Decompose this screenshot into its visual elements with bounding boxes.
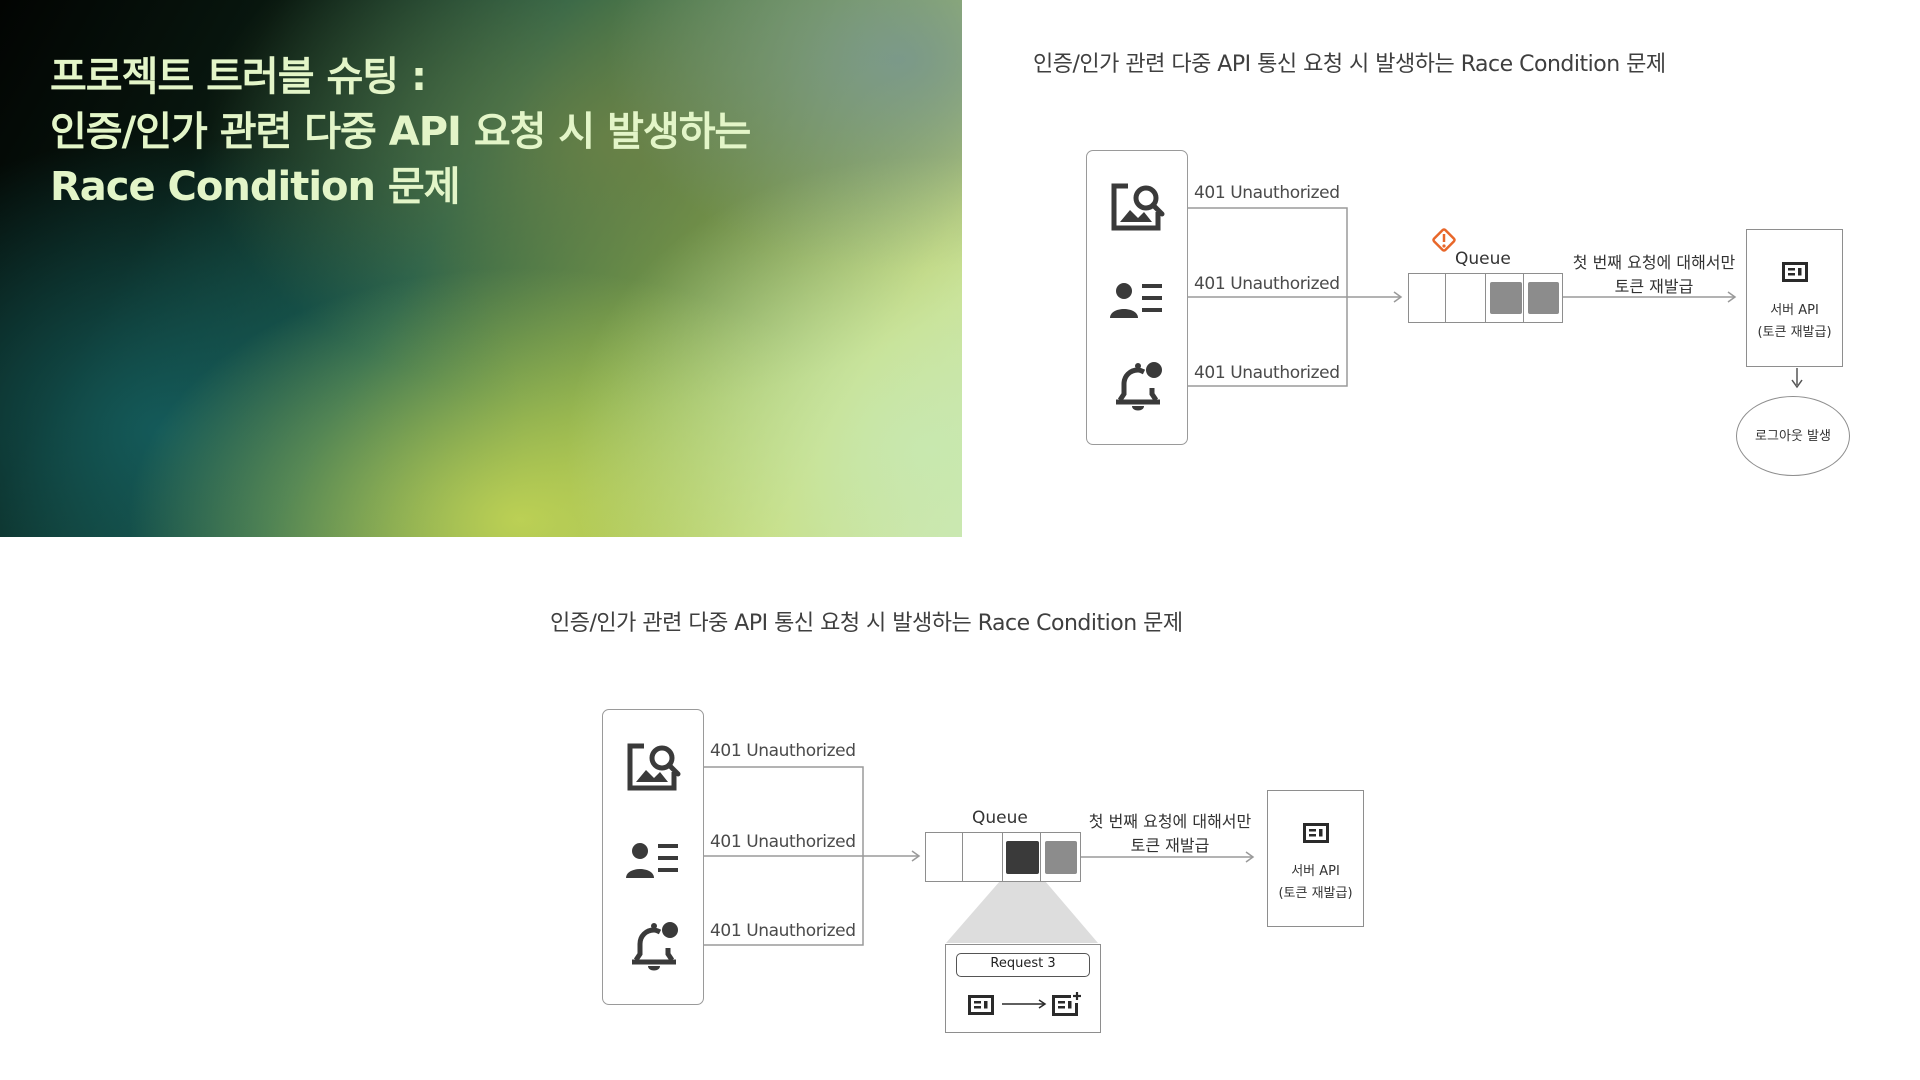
queue-item [1045, 841, 1077, 874]
image-search-icon [1111, 183, 1165, 231]
diagram-bottom-server: 서버 API (토큰 재발급) [1267, 790, 1364, 927]
queue-slot-divider [1485, 274, 1486, 322]
server-label-line-1: 서버 API [1291, 864, 1340, 879]
queue-slot-divider [1002, 833, 1003, 881]
queue-item [1528, 282, 1559, 314]
image-search-icon [627, 743, 681, 791]
diagram-bottom-queue-label: Queue [972, 808, 1028, 828]
diagram-bottom-response-3: 401 Unauthorized [710, 921, 856, 941]
server-label: 서버 API (토큰 재발급) [1268, 861, 1363, 905]
queue-slot-divider [1040, 833, 1041, 881]
edge-label-line-2: 토큰 재발급 [1130, 836, 1210, 855]
token-card-icon [968, 995, 994, 1015]
diagram-bottom-response-1: 401 Unauthorized [710, 741, 856, 761]
diagram-bottom-response-2: 401 Unauthorized [710, 832, 856, 852]
warning-diamond-icon [1432, 228, 1456, 252]
server-api-icon [1782, 262, 1808, 282]
user-list-icon [626, 843, 678, 878]
diagram-top-response-2: 401 Unauthorized [1194, 274, 1340, 294]
logout-result-label: 로그아웃 발생 [1755, 429, 1831, 444]
queue-slot-divider [962, 833, 963, 881]
diagram-top-response-1: 401 Unauthorized [1194, 183, 1340, 203]
hero-banner: 프로젝트 트러블 슈팅 : 인증/인가 관련 다중 API 요청 시 발생하는 … [0, 0, 962, 537]
queue-item [1490, 282, 1522, 314]
server-api-icon [1303, 823, 1329, 843]
server-label-line-1: 서버 API [1770, 303, 1819, 318]
server-label-line-2: (토큰 재발급) [1757, 325, 1832, 340]
request-detail-pill: Request 3 [956, 953, 1090, 977]
diagram-bottom-queue [925, 832, 1081, 882]
hero-title-line-1: 프로젝트 트러블 슈팅 : [50, 54, 427, 100]
queue-item-highlighted [1006, 841, 1039, 874]
diagram-top-edge-label: 첫 번째 요청에 대해서만 토큰 재발급 [1564, 251, 1744, 299]
edge-label-line-2: 토큰 재발급 [1614, 277, 1694, 296]
logout-result-node: 로그아웃 발생 [1736, 396, 1850, 476]
diagram-top-response-3: 401 Unauthorized [1194, 363, 1340, 383]
queue-slot-divider [1523, 274, 1524, 322]
diagram-top-server: 서버 API (토큰 재발급) [1746, 229, 1843, 367]
request-detail-box: Request 3 [945, 944, 1101, 1033]
hero-title: 프로젝트 트러블 슈팅 : 인증/인가 관련 다중 API 요청 시 발생하는 … [50, 50, 751, 215]
user-list-icon [1110, 283, 1162, 318]
hero-title-line-3: Race Condition 문제 [50, 164, 461, 210]
server-label-line-2: (토큰 재발급) [1278, 886, 1353, 901]
diagram-bottom-caption: 인증/인가 관련 다중 API 통신 요청 시 발생하는 Race Condit… [550, 611, 1183, 636]
arrow-right-icon [1002, 999, 1047, 1009]
notification-bell-icon [632, 922, 678, 971]
edge-label-line-1: 첫 번째 요청에 대해서만 [1572, 253, 1736, 272]
hero-title-line-2: 인증/인가 관련 다중 API 요청 시 발생하는 [50, 109, 751, 155]
queue-slot-divider [1445, 274, 1446, 322]
request-detail-label: Request 3 [990, 956, 1056, 971]
edge-label-line-1: 첫 번째 요청에 대해서만 [1088, 812, 1252, 831]
zoom-callout-wedge [946, 881, 1098, 943]
diagram-top-queue-label: Queue [1455, 249, 1511, 269]
diagram-top-queue [1408, 273, 1563, 323]
diagram-bottom-edge-label: 첫 번째 요청에 대해서만 토큰 재발급 [1080, 810, 1260, 858]
server-label: 서버 API (토큰 재발급) [1747, 300, 1842, 344]
token-card-new-icon [1052, 992, 1081, 1016]
notification-bell-icon [1116, 362, 1162, 411]
diagram-top-caption: 인증/인가 관련 다중 API 통신 요청 시 발생하는 Race Condit… [1033, 52, 1666, 77]
